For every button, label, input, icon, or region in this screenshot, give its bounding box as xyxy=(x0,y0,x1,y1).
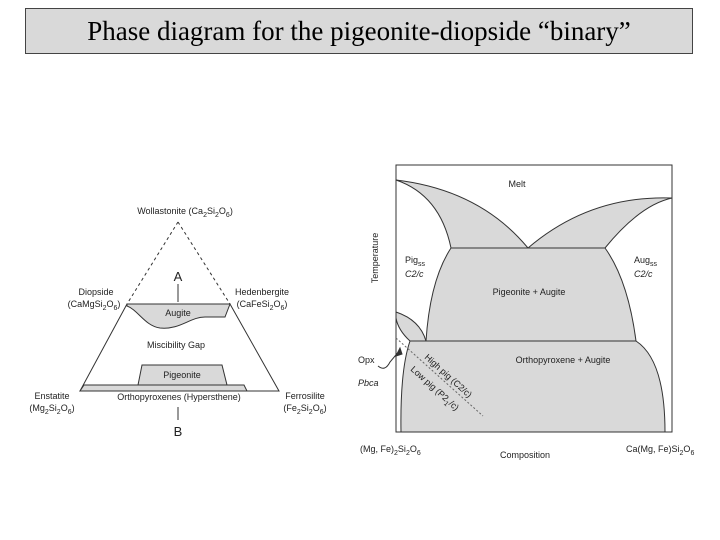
melt-label: Melt xyxy=(508,179,526,189)
dashed-left-edge xyxy=(126,221,179,305)
pyroxene-quadrilateral xyxy=(79,221,280,420)
label-a: A xyxy=(174,269,183,284)
melt-loops xyxy=(395,179,673,249)
hedenbergite-label: Hedenbergite xyxy=(235,287,289,297)
hedenbergite-formula: (CaFeSi2O6) xyxy=(237,299,288,312)
orthopyroxenes-label: Orthopyroxenes (Hypersthene) xyxy=(117,392,241,402)
phase-diagram xyxy=(377,164,673,433)
opx-arrow xyxy=(377,349,401,369)
slide-title-box: Phase diagram for the pigeonite-diopside… xyxy=(25,8,693,54)
augite-field xyxy=(126,303,231,329)
augite-label: Augite xyxy=(165,308,191,318)
pig-ss-label: Pigss xyxy=(405,255,426,268)
aug-space-group: C2/c xyxy=(634,269,653,279)
diopside-formula: (CaMgSi2O6) xyxy=(68,299,121,312)
y-axis-label: Temperature xyxy=(370,233,380,284)
ferrosilite-formula: (Fe2Si2O6) xyxy=(283,403,326,416)
opx-augite-label: Orthopyroxene + Augite xyxy=(516,355,611,365)
opx-field xyxy=(79,384,248,392)
diopside-label: Diopside xyxy=(78,287,113,297)
slide-title: Phase diagram for the pigeonite-diopside… xyxy=(87,15,631,46)
plot-frame xyxy=(395,164,673,433)
enstatite-formula: (Mg2Si2O6) xyxy=(29,403,74,416)
x-right-label: Ca(Mg, Fe)Si2O6 xyxy=(626,444,694,457)
arrow-head-icon xyxy=(395,346,403,357)
x-left-label: (Mg, Fe)2Si2O6 xyxy=(360,444,421,457)
enstatite-label: Enstatite xyxy=(34,391,69,401)
wollastonite-label: Wollastonite (Ca2Si2O6) xyxy=(137,206,233,219)
x-axis-label: Composition xyxy=(500,450,550,460)
ferrosilite-label: Ferrosilite xyxy=(285,391,325,401)
dashed-right-edge xyxy=(177,221,231,305)
aug-ss-label: Augss xyxy=(634,255,658,268)
pig-space-group: C2/c xyxy=(405,269,424,279)
opx-space-group: Pbca xyxy=(358,378,379,388)
pigeonite-label: Pigeonite xyxy=(163,370,201,380)
miscibility-gap-label: Miscibility Gap xyxy=(147,340,205,350)
pigeonite-inversion-line xyxy=(395,337,484,417)
label-b: B xyxy=(174,424,183,439)
opx-label: Opx xyxy=(358,355,375,365)
pigeonite-opx-lobe xyxy=(395,311,427,342)
pigeonite-augite-label: Pigeonite + Augite xyxy=(493,287,566,297)
